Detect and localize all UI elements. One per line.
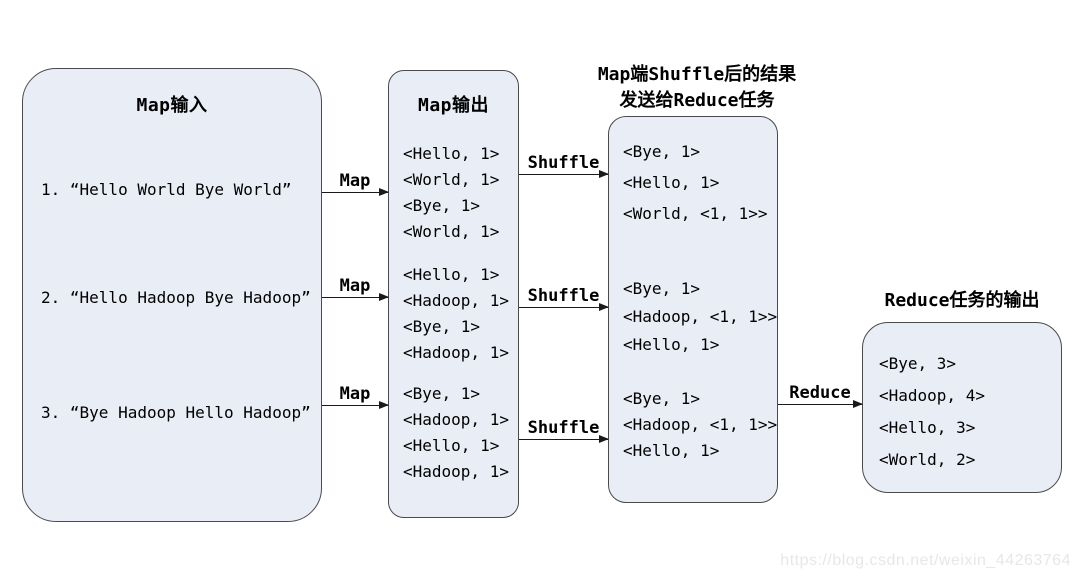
kv-pair: <Bye, 1>: [403, 317, 481, 336]
kv-pair: <Bye, 1>: [403, 384, 481, 403]
reduce-arrow-label: Reduce: [789, 383, 851, 403]
kv-pair: <Hadoop, 1>: [403, 343, 509, 362]
map-output-group-1: <Hello, 1> <World, 1> <Bye, 1> <World, 1…: [403, 141, 514, 245]
kv-pair: <Bye, 3>: [879, 354, 957, 373]
kv-pair: <World, <1, 1>>: [623, 204, 768, 223]
shuffle-arrow-label: Shuffle: [527, 153, 600, 173]
arrow-shaft: [519, 303, 609, 311]
kv-pair: <Hadoop, <1, 1>>: [623, 307, 778, 326]
map-arrow-1: Map: [322, 171, 389, 196]
kv-pair: <Hadoop, <1, 1>>: [623, 415, 778, 434]
shuffle-arrow-label: Shuffle: [527, 286, 600, 306]
map-arrow-label: Map: [339, 276, 371, 296]
kv-pair: <Hello, 1>: [623, 335, 720, 354]
arrow-shaft: [322, 293, 389, 301]
kv-pair: <Hadoop, 1>: [403, 291, 509, 310]
arrow-shaft: [519, 170, 609, 178]
arrow-shaft: [322, 401, 389, 409]
kv-pair: <Hello, 1>: [623, 441, 720, 460]
kv-pair: <World, 2>: [879, 450, 976, 469]
arrow-shaft: [322, 188, 389, 196]
map-output-group-3: <Bye, 1> <Hadoop, 1> <Hello, 1> <Hadoop,…: [403, 381, 514, 485]
map-output-group-2: <Hello, 1> <Hadoop, 1> <Bye, 1> <Hadoop,…: [403, 262, 514, 366]
map-output-box: Map输出 <Hello, 1> <World, 1> <Bye, 1> <Wo…: [388, 70, 519, 518]
watermark-url: https://blog.csdn.net/weixin_44263764: [780, 552, 1071, 569]
kv-pair: <Hello, 3>: [879, 418, 976, 437]
reduce-output-box: <Bye, 3> <Hadoop, 4> <Hello, 3> <World, …: [862, 322, 1062, 493]
shuffle-arrow-1: Shuffle: [519, 153, 609, 178]
kv-pair: <World, 1>: [403, 170, 500, 189]
reduce-output-list: <Bye, 3> <Hadoop, 4> <Hello, 3> <World, …: [879, 348, 1057, 476]
reduce-arrow: Reduce: [778, 383, 863, 408]
shuffle-group-1: <Bye, 1> <Hello, 1> <World, <1, 1>>: [623, 136, 773, 229]
shuffle-result-title: Map端Shuffle后的结果 发送给Reduce任务: [597, 64, 797, 111]
kv-pair: <Hadoop, 1>: [403, 462, 509, 481]
map-output-title: Map输出: [417, 95, 489, 116]
map-input-title: Map输入: [136, 95, 208, 116]
kv-pair: <Hello, 1>: [403, 265, 500, 284]
map-arrow-label: Map: [339, 384, 371, 404]
kv-pair: <Hello, 1>: [403, 436, 500, 455]
map-arrow-label: Map: [339, 171, 371, 191]
arrow-shaft: [519, 435, 609, 443]
map-input-box: Map输入 1. “Hello World Bye World” 2. “Hel…: [22, 68, 322, 522]
map-input-item-3: 3. “Bye Hadoop Hello Hadoop”: [41, 403, 311, 422]
arrow-shaft: [778, 400, 863, 408]
shuffle-arrow-label: Shuffle: [527, 418, 600, 438]
shuffle-group-3: <Bye, 1> <Hadoop, <1, 1>> <Hello, 1>: [623, 386, 778, 464]
map-arrow-2: Map: [322, 276, 389, 301]
kv-pair: <Bye, 1>: [623, 279, 701, 298]
kv-pair: <Bye, 1>: [623, 142, 701, 161]
kv-pair: <Hadoop, 1>: [403, 410, 509, 429]
reduce-output-title: Reduce任务的输出: [884, 290, 1040, 311]
map-input-item-2: 2. “Hello Hadoop Bye Hadoop”: [41, 288, 311, 307]
kv-pair: <World, 1>: [403, 222, 500, 241]
shuffle-group-2: <Bye, 1> <Hadoop, <1, 1>> <Hello, 1>: [623, 275, 778, 359]
kv-pair: <Bye, 1>: [623, 389, 701, 408]
kv-pair: <Bye, 1>: [403, 196, 481, 215]
map-input-item-1: 1. “Hello World Bye World”: [41, 180, 292, 199]
shuffle-result-box: <Bye, 1> <Hello, 1> <World, <1, 1>> <Bye…: [608, 116, 778, 503]
kv-pair: <Hello, 1>: [623, 173, 720, 192]
shuffle-arrow-3: Shuffle: [519, 418, 609, 443]
kv-pair: <Hello, 1>: [403, 144, 500, 163]
shuffle-arrow-2: Shuffle: [519, 286, 609, 311]
kv-pair: <Hadoop, 4>: [879, 386, 985, 405]
map-arrow-3: Map: [322, 384, 389, 409]
